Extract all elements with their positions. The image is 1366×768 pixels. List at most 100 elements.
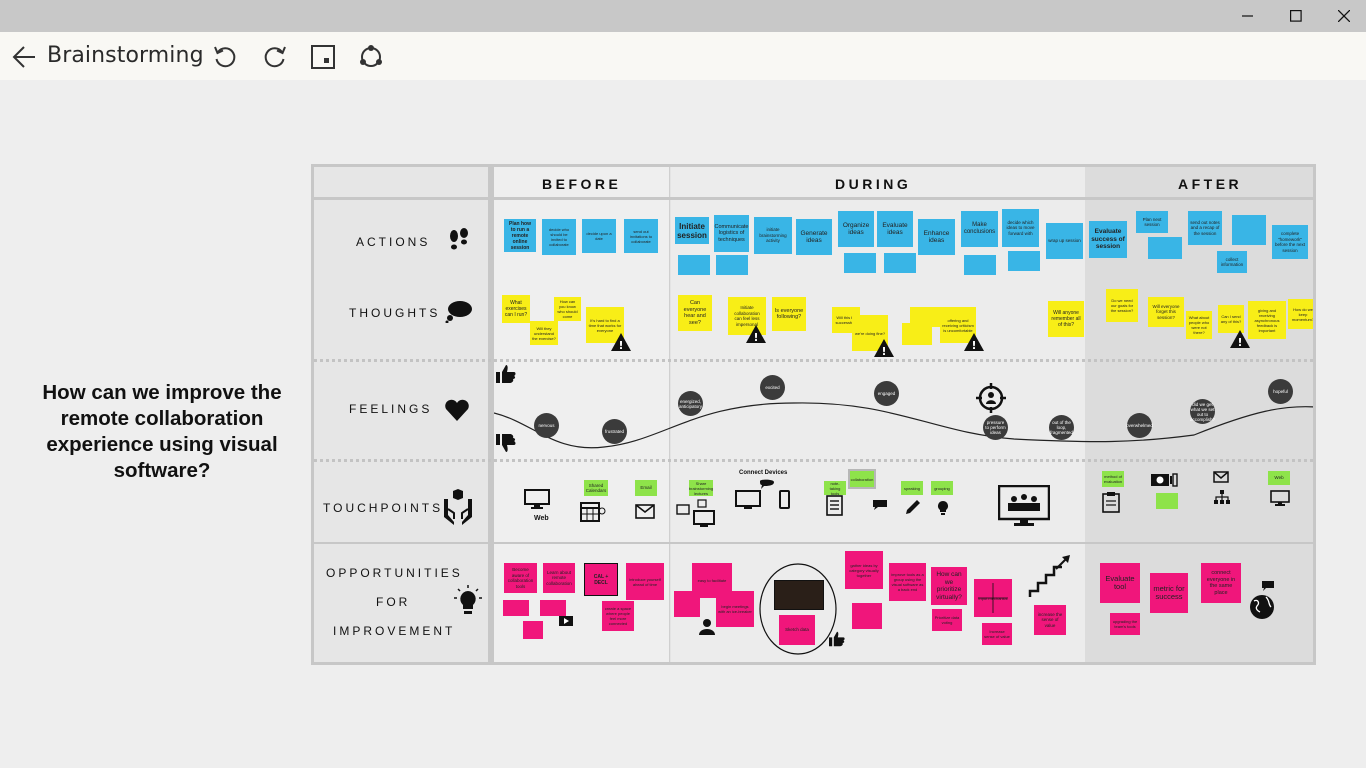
sticky-note-touchpoint[interactable]: Share brainstorming lectures: [689, 480, 713, 496]
sticky-note-small[interactable]: [540, 600, 566, 616]
sticky-note-opportunity[interactable]: How can we prioritize virtually?: [931, 567, 967, 605]
sticky-note-small[interactable]: [852, 603, 882, 629]
sticky-note-small[interactable]: [884, 253, 916, 273]
feeling-dot[interactable]: excited: [760, 375, 785, 400]
sticky-note-opportunity[interactable]: begin meetings with an ice-breaker: [716, 591, 754, 627]
sticky-note-action[interactable]: Enhance ideas: [918, 219, 955, 255]
sticky-note-opportunity[interactable]: gather ideas by category visually togeth…: [845, 551, 883, 589]
feeling-dot[interactable]: pressure to perform ideas: [983, 415, 1008, 440]
sticky-note-action[interactable]: Make conclusions: [961, 211, 998, 247]
sticky-note-opportunity[interactable]: connect everyone in the same place: [1201, 563, 1241, 603]
sticky-note-action[interactable]: wrap up session: [1046, 223, 1083, 259]
sticky-note-action[interactable]: Communicate logistics of techniques: [714, 215, 749, 252]
sticky-note-action[interactable]: Initiate session: [675, 217, 709, 244]
sticky-note-action[interactable]: send out notes and a recap of the sessio…: [1188, 211, 1222, 245]
sticky-note-thought[interactable]: offering and receiving criticism is unco…: [940, 307, 976, 343]
sticky-note-small[interactable]: [1148, 237, 1182, 259]
sticky-note-touchpoint[interactable]: Email: [635, 480, 657, 496]
sticky-note-action[interactable]: Evaluate success of session: [1089, 221, 1127, 258]
sticky-note-opportunity[interactable]: Learn about remote collaboration: [543, 563, 575, 593]
svg-text:!: !: [1237, 336, 1242, 348]
sticky-note-thought[interactable]: giving and receiving asynchronous feedba…: [1248, 301, 1286, 339]
sticky-note-action[interactable]: initiate brainstorming activity: [754, 217, 792, 254]
sticky-note-small[interactable]: [902, 323, 932, 345]
sticky-note-small[interactable]: [844, 253, 876, 273]
sticky-note-opportunity[interactable]: increase the sense of value: [1034, 605, 1066, 635]
feeling-dot[interactable]: overwhelmed: [1126, 413, 1153, 438]
sticky-note-opportunity[interactable]: introduce yourself ahead of time: [626, 563, 664, 600]
crop-button[interactable]: [308, 42, 338, 72]
sticky-note-touchpoint[interactable]: Web: [1268, 471, 1290, 485]
sticky-note-thought[interactable]: Will everyone forget this session?: [1148, 297, 1184, 327]
sticky-note-opportunity[interactable]: CAL + DECL: [584, 563, 618, 596]
sticky-note-action[interactable]: send out invitations to collaborate: [624, 219, 658, 253]
redo-button[interactable]: [260, 42, 290, 72]
sticky-note-action[interactable]: Plan how to run a remote online session: [504, 219, 536, 252]
sticky-note-action[interactable]: collect information: [1217, 251, 1247, 273]
sticky-note-thought[interactable]: How can you know who should come: [554, 297, 581, 321]
undo-button[interactable]: [210, 42, 240, 72]
sticky-note-action[interactable]: decide who should be invited to collabor…: [542, 219, 576, 255]
devices-icon: [676, 499, 715, 527]
sticky-note-action[interactable]: Generate ideas: [796, 219, 832, 255]
sticky-note-action[interactable]: Evaluate ideas: [877, 211, 913, 247]
sticky-note-thought[interactable]: Will they understand the exercise?: [530, 321, 558, 345]
maximize-button[interactable]: [1272, 0, 1320, 32]
sticky-note-thought[interactable]: Will anyone remember all of this?: [1048, 301, 1084, 337]
sticky-note-thought[interactable]: Do we need our goals for the session?: [1106, 289, 1138, 322]
sticky-note-action[interactable]: decide upon a date: [582, 219, 616, 253]
sticky-note-touchpoint[interactable]: speaking: [901, 481, 923, 495]
sticky-note-opportunity[interactable]: metric for success: [1150, 573, 1188, 613]
sticky-note-opportunity[interactable]: improve tools as a group using the visua…: [889, 563, 926, 601]
sticky-note-small[interactable]: [678, 255, 710, 275]
sticky-note-small[interactable]: [1156, 493, 1178, 509]
back-button[interactable]: [8, 41, 40, 73]
sticky-note-action[interactable]: complete "homework" before the next sess…: [1272, 225, 1308, 259]
sticky-note-opportunity[interactable]: Increase sense of value: [982, 623, 1012, 645]
photo-thumbnail[interactable]: [774, 580, 824, 610]
feeling-dot[interactable]: frustrated: [602, 419, 627, 444]
sticky-note-action[interactable]: decide which ideas to move forward with: [1002, 209, 1039, 247]
sticky-note-thought[interactable]: Can everyone hear and see?: [678, 295, 712, 331]
sticky-note-thought[interactable]: Is everyone following?: [772, 297, 806, 331]
minimize-button[interactable]: [1224, 0, 1272, 32]
sticky-note-action[interactable]: Plan next session: [1136, 211, 1168, 233]
sticky-note-thought[interactable]: How do we keep momentum?: [1288, 299, 1313, 329]
brainstorm-question: How can we improve the remote collaborat…: [42, 381, 282, 482]
sticky-note-small[interactable]: [503, 600, 529, 616]
feeling-dot[interactable]: energized, anticipatory: [678, 391, 703, 416]
sticky-note-opportunity[interactable]: Evaluate tool: [1100, 563, 1140, 603]
sticky-note-small[interactable]: [523, 621, 543, 639]
sticky-note-small[interactable]: [1008, 251, 1040, 271]
feeling-dot[interactable]: engaged: [874, 381, 899, 406]
sticky-note-touchpoint[interactable]: grouping: [931, 481, 953, 495]
sticky-note-opportunity[interactable]: upgrading the team's tools: [1110, 613, 1140, 635]
feeling-dot[interactable]: hopeful: [1268, 379, 1293, 404]
sticky-note-opportunity[interactable]: Sketch data: [779, 615, 815, 645]
feeling-dot[interactable]: nervous: [534, 413, 559, 438]
sticky-note-small[interactable]: [964, 255, 996, 275]
sticky-note-touchpoint[interactable]: method of evaluation: [1102, 471, 1124, 487]
sticky-note-small[interactable]: [1232, 215, 1266, 245]
sticky-note-opportunity[interactable]: Become aware of collaboration tools: [504, 563, 537, 593]
sticky-note-thought[interactable]: Can I send any of this?: [1218, 305, 1244, 333]
sticky-note-small[interactable]: [674, 591, 700, 617]
feeling-dot[interactable]: out of the loop, fragmented: [1049, 415, 1074, 440]
share-button[interactable]: [356, 42, 386, 72]
sticky-note-thought[interactable]: What about people who were not there?: [1186, 311, 1212, 339]
sticky-note-opportunity[interactable]: Prioritize data voting: [932, 609, 962, 631]
feeling-dot[interactable]: did we get what we set out to accomplish…: [1190, 399, 1215, 424]
sticky-note-touchpoint[interactable]: Shared Calendars: [584, 480, 608, 496]
sticky-note-touchpoint[interactable]: collaboration: [848, 469, 876, 489]
sticky-note-opportunity[interactable]: create a space where people feel more co…: [602, 601, 634, 631]
sticky-note-touchpoint[interactable]: note-taking tools: [824, 481, 846, 495]
sticky-note-thought[interactable]: What exercises can I run?: [502, 295, 530, 323]
sticky-note-small[interactable]: [716, 255, 748, 275]
sticky-note-action[interactable]: Organize ideas: [838, 211, 874, 247]
sticky-note-thought[interactable]: It's hard to find a time that works for …: [586, 307, 624, 343]
journey-map-board[interactable]: BEFORE DURING AFTER ACTIONS THOUGHTS FEE…: [311, 164, 1316, 665]
close-button[interactable]: [1320, 0, 1366, 32]
sticky-note-thought[interactable]: Initiate collaboration can feel less imp…: [728, 297, 766, 335]
sticky-note-small[interactable]: [910, 307, 940, 327]
warning-icon: !: [874, 339, 894, 357]
